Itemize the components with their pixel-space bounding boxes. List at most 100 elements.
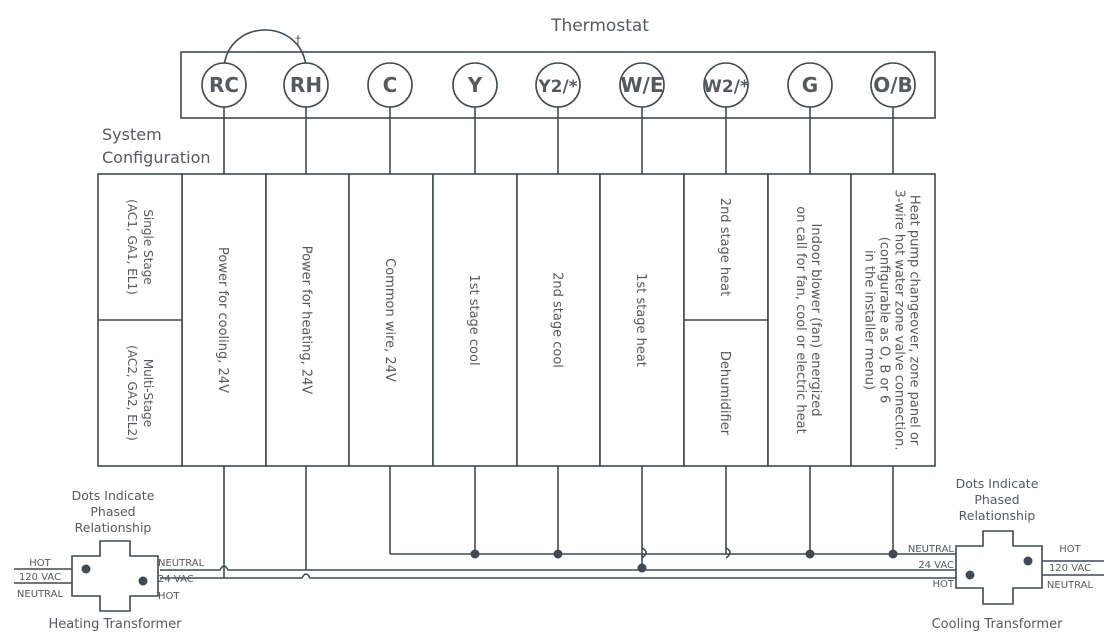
cooling-dots-note-2: Phased (974, 492, 1019, 507)
heating-left-hot: HOT (29, 558, 51, 569)
cooling-left-neutral: NEUTRAL (908, 544, 955, 555)
field-wiring (160, 466, 960, 579)
description-5: 2nd stage cool (550, 272, 565, 368)
heating-24v-bus (160, 565, 960, 571)
cooling-secondary-dot (965, 570, 975, 580)
description-7-single-stage: 2nd stage heat (717, 198, 732, 296)
junction-dot-y (470, 549, 480, 559)
we-crossover (641, 547, 647, 559)
heating-left-neutral: NEUTRAL (17, 589, 64, 600)
system-config-label-line2: Configuration (102, 148, 211, 167)
description-1: Power for cooling, 24V (215, 247, 230, 393)
description-9: Heat pump changeover, zone panel or3-wir… (862, 190, 922, 451)
heating-right-neutral: NEUTRAL (158, 558, 205, 569)
description-2: Power for heating, 24V (299, 246, 314, 395)
terminal-label-w-e: W/E (620, 73, 663, 97)
terminal-g (787, 62, 833, 108)
description-7-multi-stage-line-1: Dehumidifier (717, 351, 732, 436)
panel-1 (181, 173, 267, 467)
cooling-transformer-symbol (955, 530, 1043, 605)
heating-transformer-symbol (71, 540, 159, 612)
terminal-c (367, 62, 413, 108)
panel-4 (432, 173, 518, 467)
panel-5 (516, 173, 601, 467)
terminal-rh (283, 62, 329, 108)
cooling-left-hot: HOT (933, 579, 955, 590)
terminal-label-w2: W2/* (703, 77, 749, 97)
w2-crossover (725, 547, 731, 559)
cooling-right-hot: HOT (1059, 544, 1081, 555)
heating-secondary-dot (138, 576, 148, 586)
svg-text:(AC2, GA2, EL2): (AC2, GA2, EL2) (125, 345, 139, 441)
junction-dot-we (637, 563, 647, 573)
cooling-dots-note-1: Dots Indicate (956, 476, 1039, 491)
cooling-right-neutral: NEUTRAL (1047, 580, 1094, 591)
description-9-line-4: in the installer menu) (862, 250, 877, 390)
description-9-line-1: Heat pump changeover, zone panel or (907, 195, 922, 446)
description-4: 1st stage cool (466, 274, 481, 365)
heating-right-hot: HOT (158, 591, 180, 602)
heating-transformer: Dots Indicate Phased Relationship HOT 12… (14, 488, 205, 632)
terminal-label-y: Y (467, 73, 483, 97)
svg-text:Multi-Stage: Multi-Stage (141, 359, 155, 427)
description-5-line-1: 2nd stage cool (550, 272, 565, 368)
heating-primary-dot (81, 564, 91, 574)
terminal-label-c: C (383, 73, 398, 97)
panel-3 (348, 173, 434, 467)
rc-rh-jumper (223, 29, 307, 67)
heating-dots-note-3: Relationship (75, 520, 152, 535)
description-panels: Power for cooling, 24V Power for heating,… (181, 173, 936, 467)
description-4-line-1: 1st stage cool (466, 274, 481, 365)
cooling-primary-dot (1023, 556, 1033, 566)
junction-dot-y2 (553, 549, 563, 559)
single-stage-label: Single Stage (AC1, GA1, EL1) (125, 199, 155, 295)
heating-transformer-caption: Heating Transformer (48, 617, 182, 632)
terminal-label-rc: RC (209, 73, 239, 97)
system-config-label-line1: System (102, 125, 162, 144)
description-6: 1st stage heat (633, 273, 648, 367)
thermostat-title: Thermostat (550, 16, 649, 36)
cooling-hot-bus (160, 566, 960, 579)
description-1-line-1: Power for cooling, 24V (215, 247, 230, 393)
heating-dots-note-2: Phased (90, 504, 135, 519)
heating-dots-note-1: Dots Indicate (72, 488, 155, 503)
description-6-line-1: 1st stage heat (633, 273, 648, 367)
terminal-y (452, 62, 498, 108)
cooling-right-120vac: 120 VAC (1049, 563, 1091, 574)
cooling-transformer-caption: Cooling Transformer (932, 617, 1063, 632)
cooling-left-24vac: 24 VAC (918, 560, 954, 571)
description-9-line-2: 3-wire hot water zone valve connection. (892, 190, 907, 451)
terminal-label-o-b: O/B (873, 73, 913, 97)
panel-2 (265, 173, 350, 467)
description-9-line-3: (configurable as O, B or 6 (877, 237, 892, 404)
jumper-dagger-mark: † (295, 33, 301, 47)
description-8-line-2: on call for fan, cool or electric heat (793, 206, 808, 433)
junction-dot-g (805, 549, 815, 559)
description-8-line-1: Indoor blower (fan) energized (808, 224, 823, 417)
terminal-o-b (870, 62, 916, 108)
description-7-multi-stage: Dehumidifier (717, 351, 732, 436)
multi-stage-label: Multi-Stage (AC2, GA2, EL2) (125, 345, 155, 441)
description-3: Common wire, 24V (382, 258, 397, 382)
description-2-line-1: Power for heating, 24V (299, 246, 314, 395)
terminal-label-rh: RH (290, 73, 322, 97)
heating-left-120vac: 120 VAC (19, 572, 61, 583)
description-7-single-stage-line-1: 2nd stage heat (717, 198, 732, 296)
cooling-dots-note-3: Relationship (959, 508, 1036, 523)
terminal-y2 (535, 62, 581, 108)
terminal-label-g: G (802, 73, 818, 97)
svg-text:Single Stage: Single Stage (141, 209, 155, 284)
terminal-rc (201, 62, 247, 108)
cooling-transformer: Dots Indicate Phased Relationship NEUTRA… (908, 476, 1104, 632)
description-3-line-1: Common wire, 24V (382, 258, 397, 382)
panel-8 (767, 173, 852, 467)
terminal-w-e (619, 62, 665, 108)
terminal-w2 (703, 62, 749, 108)
panel-9 (850, 173, 936, 467)
svg-text:(AC1, GA1, EL1): (AC1, GA1, EL1) (125, 199, 139, 295)
heating-right-24vac: 24 VAC (158, 574, 194, 585)
